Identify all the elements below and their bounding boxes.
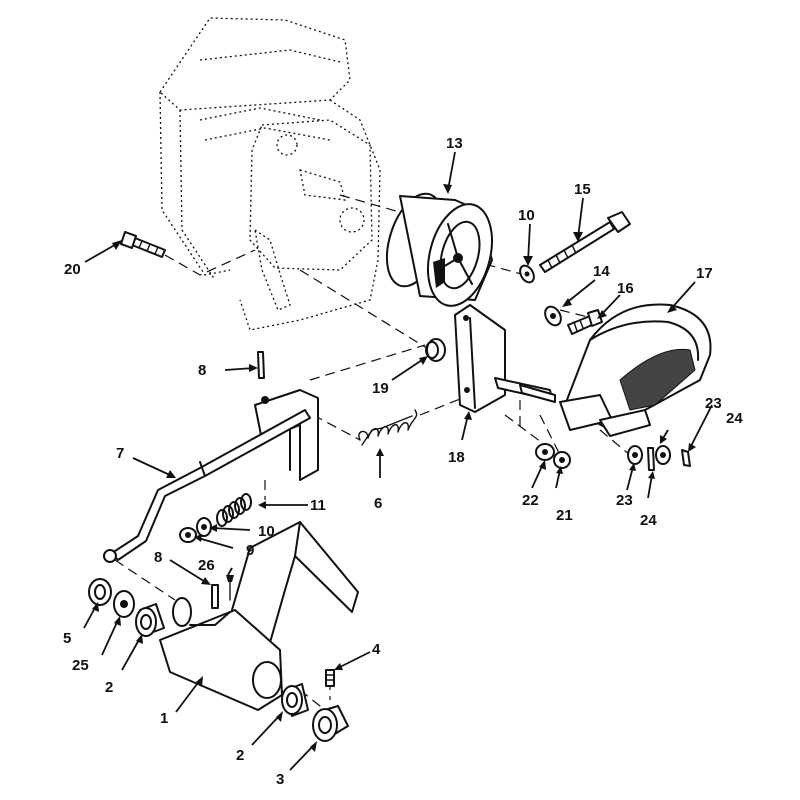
callout-21: 21 xyxy=(556,507,573,524)
short-bolt xyxy=(567,309,603,335)
callout-1: 1 xyxy=(160,710,168,727)
callout-labels: 1 2 2 3 4 5 6 7 8 8 9 10 10 11 13 14 15 … xyxy=(63,135,743,788)
callout-9: 9 xyxy=(246,542,254,559)
callout-18: 18 xyxy=(448,449,465,466)
callout-5: 5 xyxy=(63,630,71,647)
washer-lower xyxy=(196,517,212,537)
bushing-19 xyxy=(425,338,446,362)
callout-23-lower: 23 xyxy=(616,492,633,509)
compression-spring xyxy=(216,493,252,527)
mounting-bracket xyxy=(454,304,556,413)
callout-22: 22 xyxy=(522,492,539,509)
cotter-pin-24-lower xyxy=(647,447,655,471)
grease-fitting-26 xyxy=(226,575,234,601)
control-rod xyxy=(103,409,311,563)
brake-pedal-arm xyxy=(159,521,359,711)
callout-7: 7 xyxy=(116,445,124,462)
cotter-pin-8-lower xyxy=(211,584,219,609)
callout-14: 14 xyxy=(593,263,610,280)
callout-24-lower: 24 xyxy=(640,512,657,529)
callout-23-upper: 23 xyxy=(705,395,722,412)
bolt-20 xyxy=(120,231,166,258)
set-screw-4 xyxy=(325,669,335,687)
callout-8-lower: 8 xyxy=(154,549,162,566)
nut-21 xyxy=(553,451,571,469)
nut-9 xyxy=(179,527,197,543)
callout-17: 17 xyxy=(696,265,713,282)
callout-26: 26 xyxy=(198,557,215,574)
callout-10-upper: 10 xyxy=(518,207,535,224)
callout-25: 25 xyxy=(72,657,89,674)
callout-8-upper: 8 xyxy=(198,362,206,379)
pulley xyxy=(385,192,493,307)
cotter-pin-8-upper xyxy=(257,351,265,379)
brake-band xyxy=(559,303,712,437)
extension-spring xyxy=(358,409,418,446)
callout-2-right: 2 xyxy=(236,747,244,764)
collar-3 xyxy=(312,705,349,742)
washer-23-lower xyxy=(627,445,643,465)
callout-2-left: 2 xyxy=(105,679,113,696)
callout-10-lower: 10 xyxy=(258,523,275,540)
callout-11: 11 xyxy=(310,497,326,514)
bushing-2-right xyxy=(281,683,309,717)
washer-22 xyxy=(535,443,555,461)
washer-upper xyxy=(519,264,535,284)
collar-5 xyxy=(88,578,112,606)
washer-23-upper xyxy=(655,445,671,465)
callout-13: 13 xyxy=(446,135,463,152)
callout-6: 6 xyxy=(374,495,382,512)
long-bolt xyxy=(539,211,631,273)
bushing-2-left xyxy=(135,603,165,637)
callout-3: 3 xyxy=(276,771,284,788)
washer-14 xyxy=(544,305,562,327)
callout-15: 15 xyxy=(574,181,591,198)
leader-lines xyxy=(83,151,713,771)
callout-4: 4 xyxy=(372,641,381,658)
callout-20: 20 xyxy=(64,261,81,278)
callout-19: 19 xyxy=(372,380,389,397)
callout-16: 16 xyxy=(617,280,634,297)
cotter-pin-24-upper xyxy=(681,449,691,467)
washer-25 xyxy=(113,590,135,618)
engine-housing-phantom xyxy=(159,17,381,331)
callout-24-upper: 24 xyxy=(726,410,743,427)
